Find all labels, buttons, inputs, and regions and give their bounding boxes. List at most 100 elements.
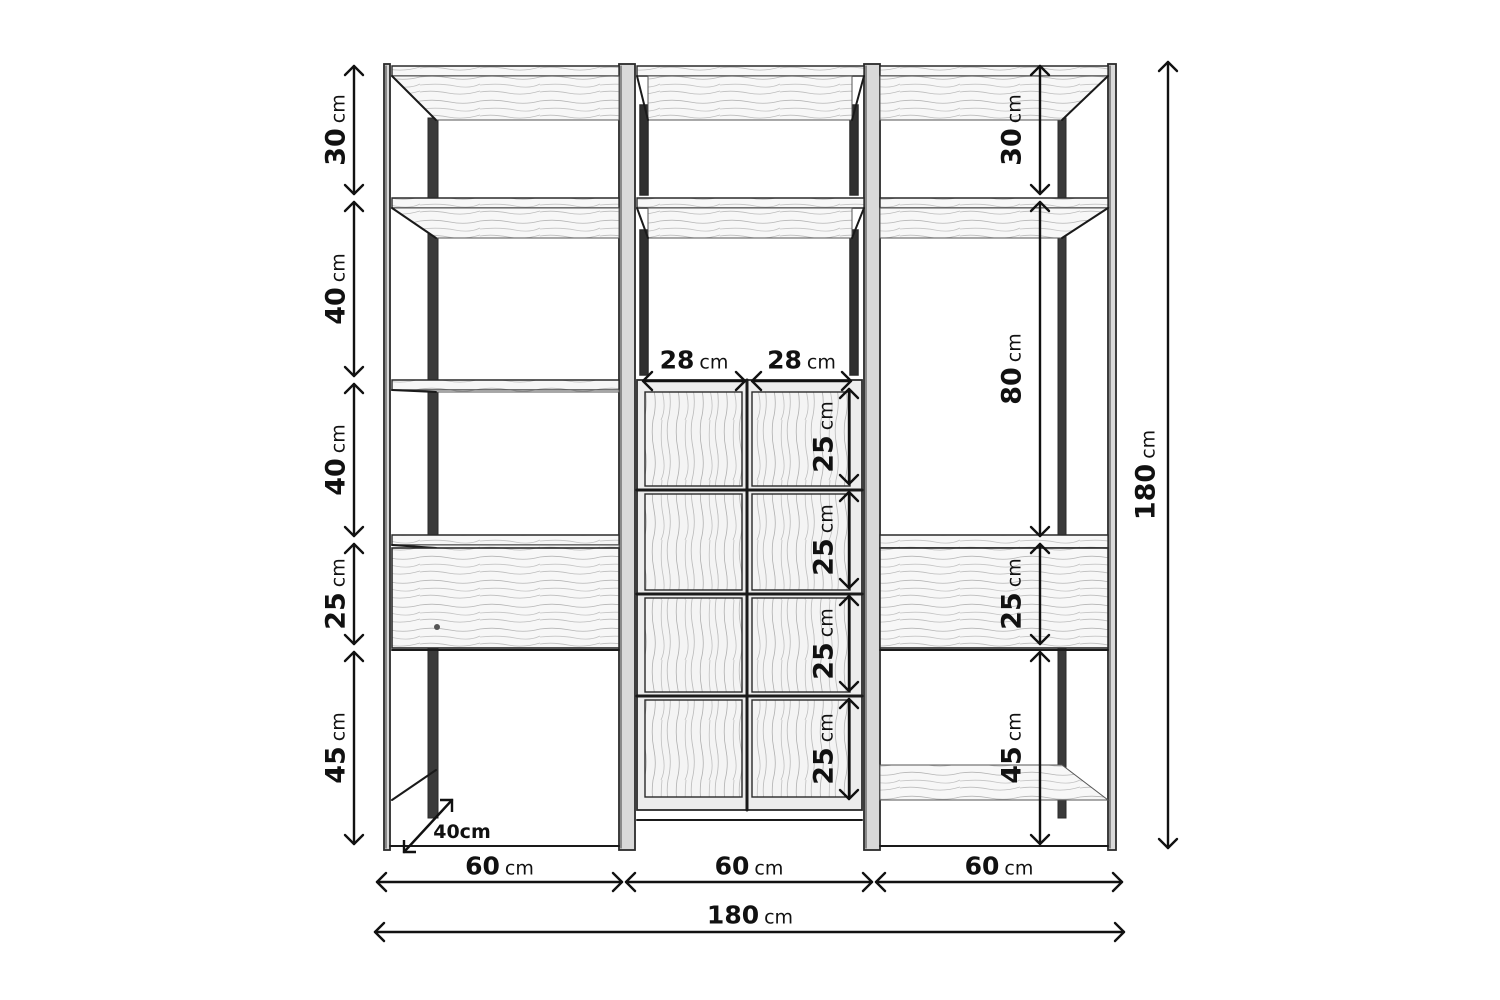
shelf-top [636,197,865,209]
dimension-value: 25 [808,747,840,785]
cube-height-label: 25cm [808,713,840,785]
cube-height-label: 25cm [808,401,840,473]
dimension-value: 180 [706,900,760,930]
left-height-label: 40 cm [320,424,352,496]
arrowhead [343,64,365,77]
left-height-label: 25cm [320,558,352,630]
shelf-surface [879,75,1110,121]
arrowhead [1029,650,1051,663]
shelf-surface [647,207,853,239]
arrowhead [861,871,874,893]
left-drawer [391,547,620,649]
dimension-value: 25 [996,592,1028,630]
bottom-bracket [391,769,437,801]
middle-back-bar [849,104,859,196]
frame-post [618,63,636,851]
shelf-top [391,534,620,546]
shelf-top [391,65,620,77]
shelf-surface [390,207,620,239]
shelf-top [391,197,620,209]
shelf-bracket [851,207,865,239]
dimension-value: 25 [808,641,840,680]
arrowhead [1029,542,1051,555]
bottom-shelf [879,764,1110,801]
arrowhead [611,871,624,893]
dimension-unit: cm [504,857,534,880]
shelf-surface [390,75,620,121]
dimension-value: 30 [320,128,352,166]
arrowhead [440,798,454,812]
dimension-value: 60 [714,851,750,881]
arrowhead [838,473,860,486]
left-height-label: 40cm [320,253,352,325]
arrowhead [838,490,860,503]
arrowhead [838,387,860,400]
cube-cell [644,699,743,798]
arrowhead [624,871,637,893]
arrowhead [402,840,416,854]
dimension-value: 28 [659,345,695,375]
dimension-unit: cm [815,607,838,637]
dimension-value: 60 [964,851,1000,881]
dimension-unit: cm [327,94,350,124]
arrowhead [1029,183,1051,196]
right-height-label: 30cm [997,94,1028,166]
shelf-surface [879,207,1110,239]
arrowhead [838,788,860,801]
arrowhead [343,382,365,395]
dimension-unit: cm [764,906,794,929]
shelf-top [391,379,620,391]
shelf-bracket [636,75,649,121]
dimension-unit: cm [815,504,838,534]
shelf-surface [647,75,853,121]
dimension-value: 180 [1130,463,1162,521]
dimension-value: 25 [808,434,840,473]
arrowhead [343,183,365,196]
dimension-unit: cm [327,712,350,742]
left-height-label: 45cm [321,712,352,784]
arrowhead [1029,200,1051,213]
dimension-unit: cm [1003,333,1026,363]
arrowhead [1029,64,1051,77]
dimension-value: 60 [465,851,500,881]
arrowhead [838,594,860,607]
dimension-unit: cm [1003,712,1026,742]
arrowhead [1157,60,1179,73]
cube-cell [751,699,851,798]
cube-cell [751,597,851,693]
arrowhead [343,525,365,538]
cube-cell [644,391,743,487]
arrowhead [343,633,365,646]
shelf-top [879,197,1109,209]
arrowhead [1029,525,1051,538]
arrowhead [343,365,365,378]
right-height-label: 25cm [996,558,1028,630]
middle-back-bar [849,229,859,376]
depth-label: 40cm [433,821,491,843]
arrowhead [838,697,860,710]
cube-height-label: 25 cm [808,607,840,680]
arrowhead [1029,633,1051,646]
arrowhead [874,871,887,893]
shelf-top [879,65,1109,77]
shelf-bracket [391,389,437,393]
shelf-bracket [851,75,865,121]
dimension-value: 80 [996,367,1028,405]
dimension-value: 25 [320,592,352,630]
cube-cell [644,597,743,693]
dimension-unit: cm [327,424,350,454]
shelf-bracket [391,75,437,121]
depth-dimension-line [402,798,454,854]
arrowhead [838,577,860,590]
arrowhead [375,871,388,893]
dimension-value: 40 [320,287,352,325]
dimension-value: 40 [320,458,352,496]
arrowhead [1113,921,1126,943]
arrowhead [343,542,365,555]
arrowhead [343,650,365,663]
arrowhead [343,200,365,213]
